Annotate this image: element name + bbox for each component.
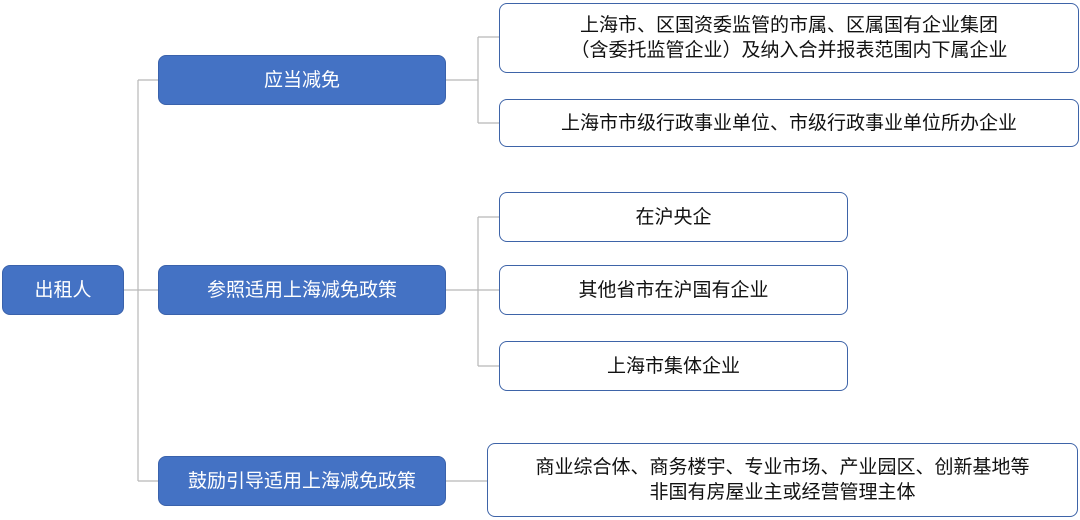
category-node-mandatory: 应当减免 [158, 55, 446, 105]
category-label: 鼓励引导适用上海减免政策 [187, 469, 416, 492]
leaf-line: 其他省市在沪国有企业 [578, 278, 769, 301]
leaf-line: 非国有房屋业主或经营管理主体 [649, 481, 916, 503]
leaf-line: 商业综合体、商务楼宇、专业市场、产业园区、创新基地等 [535, 456, 1030, 479]
category-label: 参照适用上海减免政策 [206, 278, 397, 301]
category-node-reference: 参照适用上海减免政策 [158, 265, 446, 315]
leaf-line: 在沪央企 [635, 205, 712, 228]
leaf-line: 上海市、区国资委监管的市属、区属国有企业集团 [579, 14, 998, 37]
leaf-line: 上海市市级行政事业单位、市级行政事业单位所办企业 [560, 111, 1017, 134]
leaf-node: 其他省市在沪国有企业 [499, 265, 848, 315]
category-label: 应当减免 [263, 68, 340, 91]
leaf-node: 在沪央企 [499, 192, 848, 242]
leaf-line: 上海市集体企业 [606, 354, 740, 377]
root-label: 出租人 [34, 278, 92, 301]
leaf-node: 上海市、区国资委监管的市属、区属国有企业集团 （含委托监管企业）及纳入合并报表范… [499, 3, 1079, 73]
leaf-node: 商业综合体、商务楼宇、专业市场、产业园区、创新基地等 非国有房屋业主或经营管理主… [487, 443, 1078, 517]
category-node-encouraged: 鼓励引导适用上海减免政策 [158, 456, 446, 506]
leaf-node: 上海市集体企业 [499, 341, 848, 391]
leaf-node: 上海市市级行政事业单位、市级行政事业单位所办企业 [499, 99, 1079, 147]
leaf-line: （含委托监管企业）及纳入合并报表范围内下属企业 [570, 39, 1008, 61]
root-node: 出租人 [2, 265, 124, 315]
